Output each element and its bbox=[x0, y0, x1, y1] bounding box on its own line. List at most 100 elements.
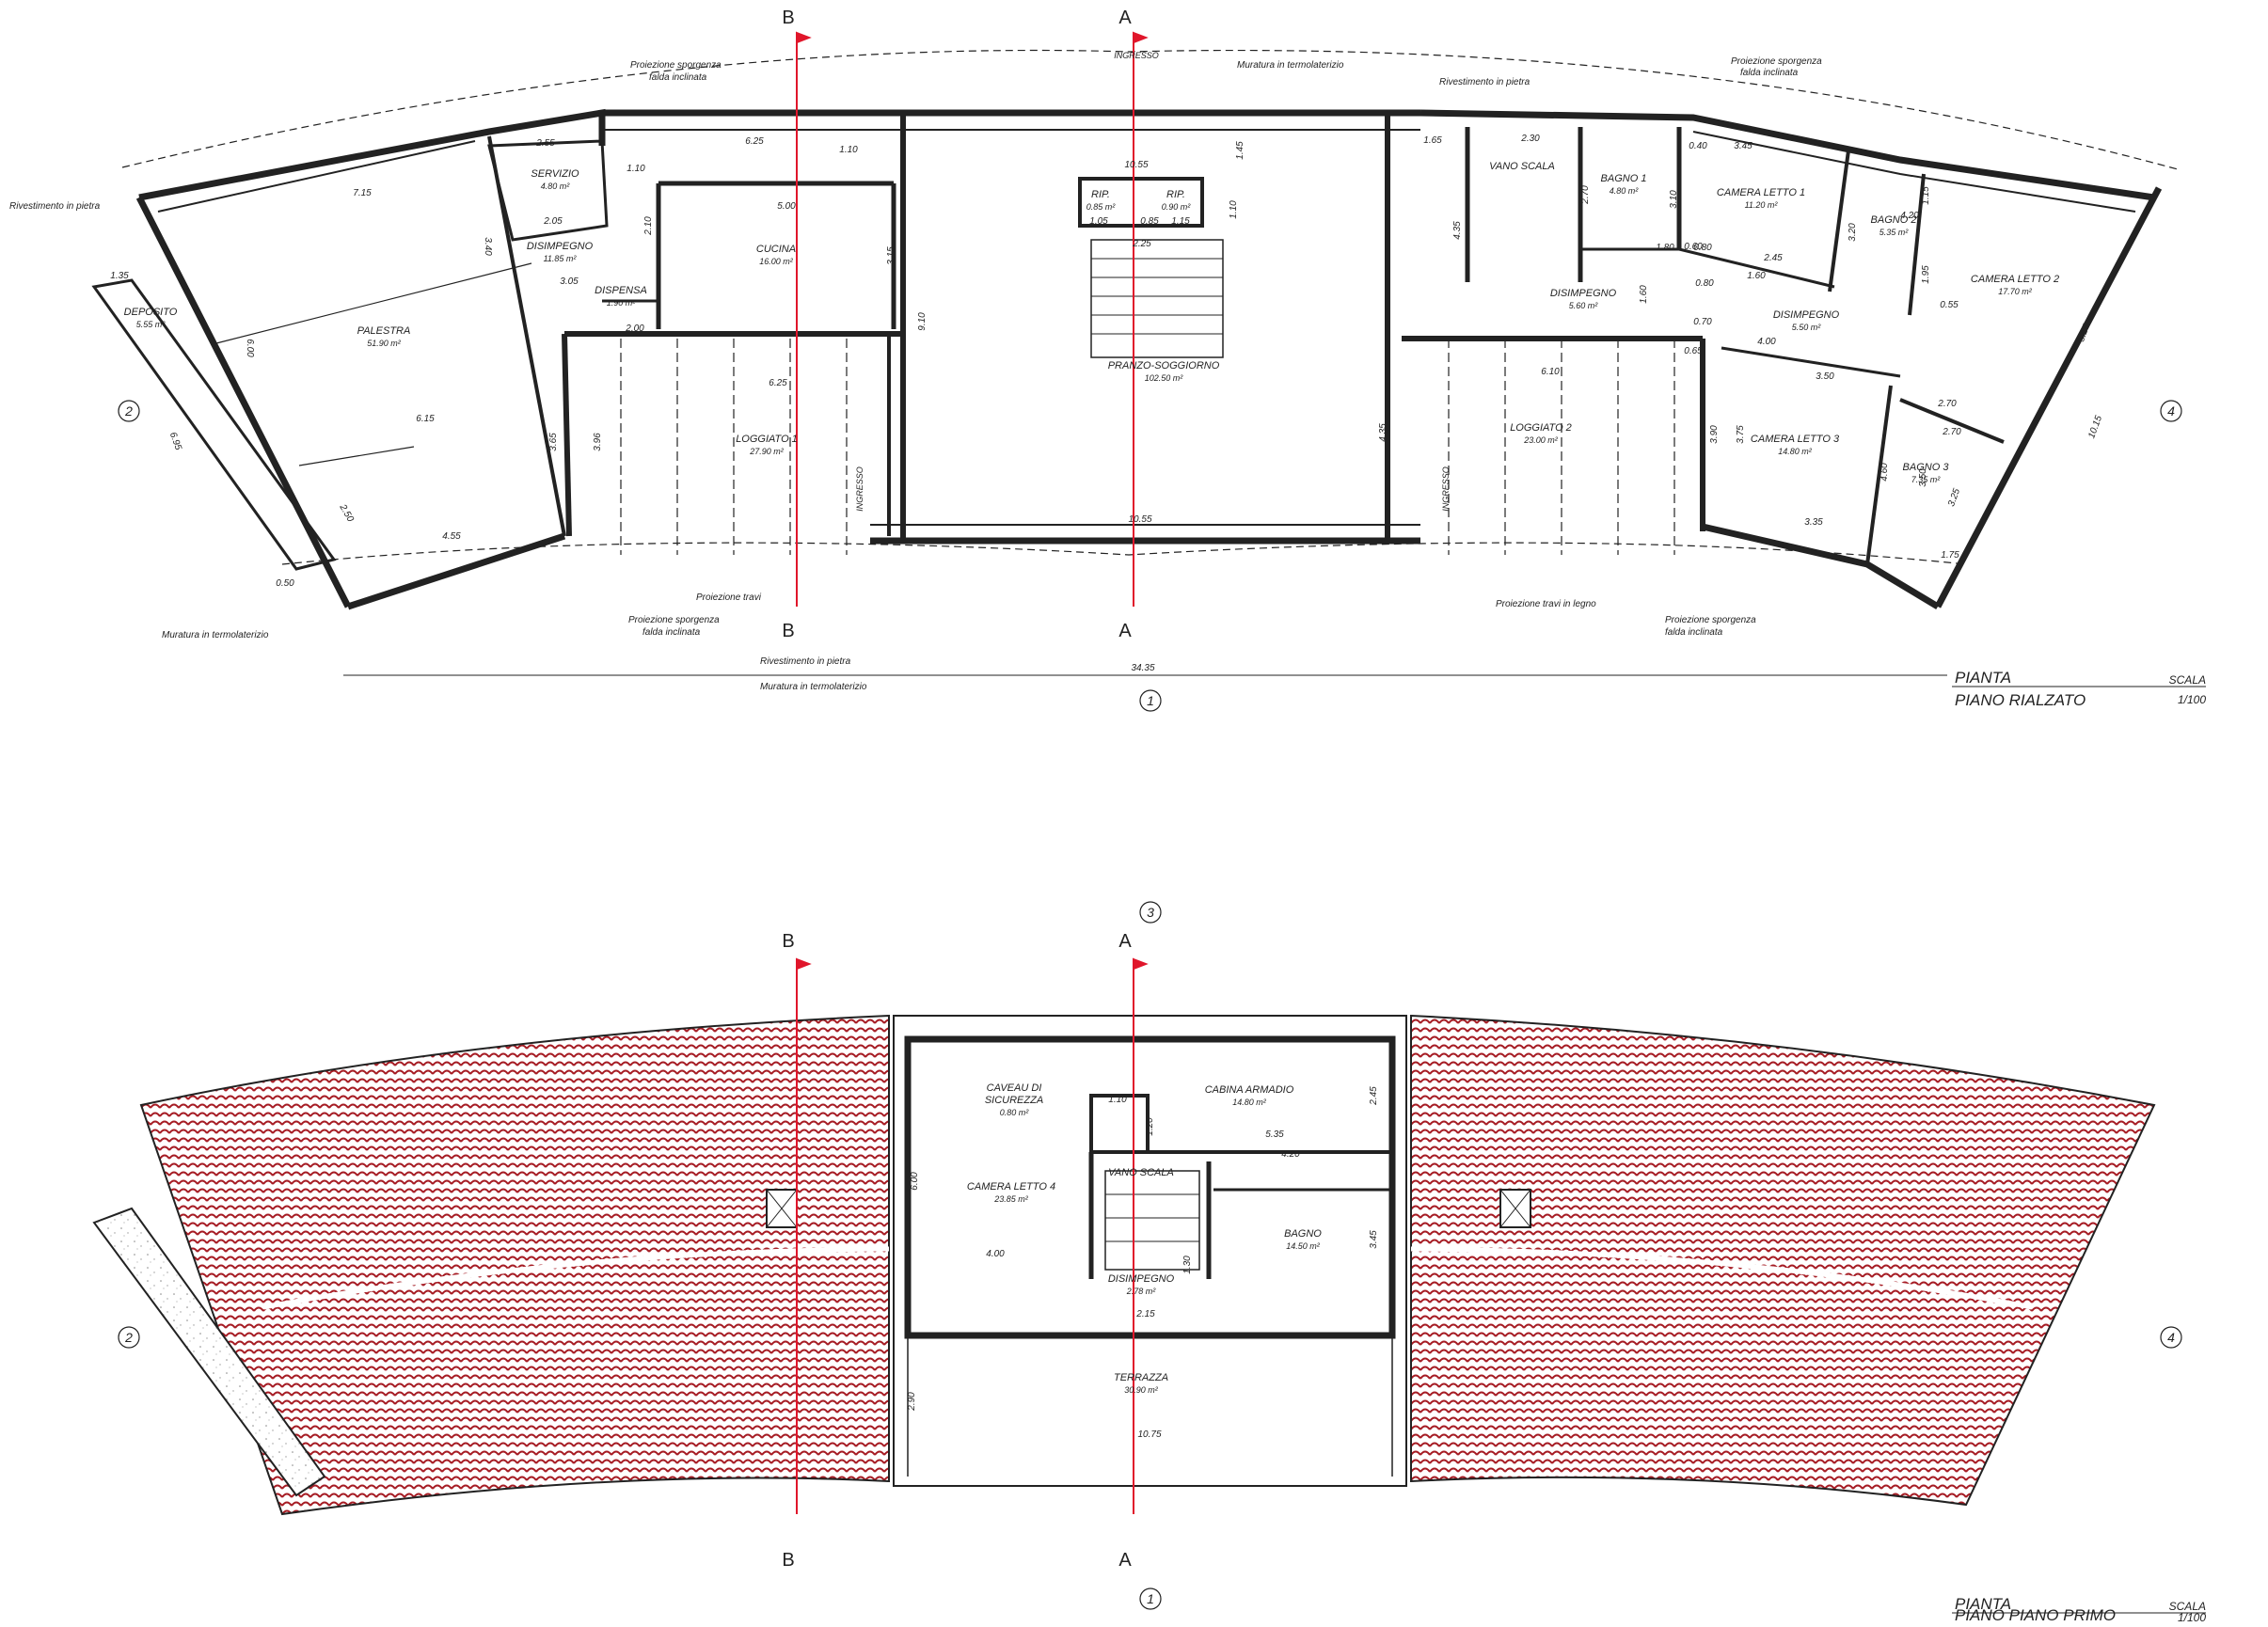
dimension-label: 1.60 bbox=[1639, 285, 1649, 304]
dimension-label: 2.00 bbox=[625, 324, 644, 334]
room-area: 5.35 m² bbox=[1879, 228, 1910, 237]
dimension-label: 0.80 bbox=[1693, 243, 1712, 253]
room-area: 11.85 m² bbox=[544, 254, 578, 263]
dimension-label: 0.65 bbox=[1684, 346, 1703, 356]
grid-label: 4 bbox=[2167, 1330, 2175, 1345]
wall-right-outer bbox=[1419, 109, 2155, 201]
title-line1: PIANTA bbox=[1955, 669, 2011, 687]
annotation-note: Proiezione travi in legno bbox=[1496, 599, 1596, 609]
room-area: 23.00 m² bbox=[1523, 435, 1559, 445]
dimension-label: 2.25 bbox=[1132, 239, 1151, 249]
wall-camera1-south bbox=[1678, 247, 1835, 289]
room-label: RIP. bbox=[1091, 189, 1110, 200]
room-label: BAGNO bbox=[1284, 1228, 1322, 1240]
dimension-label: 1.20 bbox=[1145, 1117, 1155, 1136]
annotation-note: Proiezione travi bbox=[696, 592, 762, 603]
scale-value: 1/100 bbox=[2178, 1611, 2206, 1622]
section-lines-first bbox=[796, 957, 1149, 1514]
annotation-note: Proiezione sporgenza bbox=[1731, 56, 1822, 67]
dimension-label: 1.15 bbox=[1171, 216, 1190, 227]
scale-label: SCALA bbox=[2169, 673, 2206, 687]
dimension-label: 0.55 bbox=[1940, 300, 1959, 310]
room-label: LOGGIATO 2 bbox=[1510, 422, 1572, 434]
annotation-note: Rivestimento in pietra bbox=[1439, 77, 1531, 87]
dimension-label: 4.20 bbox=[1281, 1149, 1300, 1160]
dimension-label: 1.10 bbox=[1229, 200, 1239, 219]
stair-first bbox=[1104, 1170, 1200, 1271]
dimension-label: 0.60 bbox=[1684, 242, 1703, 252]
room-label: BAGNO 1 bbox=[1601, 173, 1647, 184]
wall-palestra-south bbox=[346, 532, 566, 610]
dimension-label: 2.10 bbox=[643, 216, 654, 236]
dimension-label: 10.55 bbox=[1128, 514, 1151, 525]
dimension-label: 3.75 bbox=[1736, 425, 1746, 444]
dimension-label: 1.05 bbox=[1089, 216, 1108, 227]
room-area: 30.90 m² bbox=[1124, 1385, 1159, 1395]
dimension-label: 1.65 bbox=[1423, 135, 1442, 146]
wall-servizio bbox=[487, 139, 609, 242]
dimension-label: 3.90 bbox=[1709, 425, 1720, 444]
dimension-label: 2.45 bbox=[1763, 253, 1783, 263]
dimension-label: 7.15 bbox=[353, 188, 372, 198]
room-label: CAMERA LETTO 4 bbox=[967, 1181, 1055, 1193]
dimension-label: 2.55 bbox=[535, 138, 555, 149]
stair-ground bbox=[1090, 239, 1224, 358]
dimension-label: 2.45 bbox=[1369, 1086, 1379, 1106]
dimension-label: 3.50 bbox=[1918, 468, 1928, 487]
dimension-label: 6.10 bbox=[1541, 367, 1560, 377]
room-label: DEPOSITO bbox=[124, 307, 178, 318]
dimension-label: 3.65 bbox=[548, 433, 559, 451]
dimension-label: 2.30 bbox=[1520, 134, 1540, 144]
annotation-note: falda inclinata bbox=[649, 72, 707, 83]
room-area: 5.55 m² bbox=[136, 320, 167, 329]
dimension-label: 10.15 bbox=[2086, 414, 2104, 440]
section-marker: A bbox=[1118, 621, 1132, 641]
wall-right-south bbox=[1702, 523, 1940, 610]
annotation-note: Muratura in termolaterizio bbox=[760, 682, 867, 692]
room-label: SERVIZIO bbox=[531, 168, 579, 180]
dimension-label: 0.40 bbox=[1689, 141, 1707, 151]
section-marker: B bbox=[782, 931, 794, 952]
wall-left-outer bbox=[138, 108, 606, 201]
grid-label: 4 bbox=[2167, 403, 2175, 419]
room-label: CAMERA LETTO 1 bbox=[1717, 187, 1805, 198]
annotation-note: Proiezione sporgenza bbox=[628, 615, 720, 625]
dimension-label: 0.70 bbox=[1693, 317, 1712, 327]
room-label: VANO SCALA bbox=[1108, 1167, 1174, 1178]
room-label: CAVEAU DI bbox=[987, 1082, 1042, 1094]
annotation-note: Proiezione sporgenza bbox=[1665, 615, 1756, 625]
title-line2: PIANO PIANO PRIMO bbox=[1955, 1606, 2116, 1622]
dimension-label: 3.05 bbox=[560, 276, 579, 287]
wall-camera2-east bbox=[1934, 186, 2163, 608]
roof-ridge-left bbox=[262, 1246, 890, 1310]
wall-camera3-east bbox=[1865, 385, 1893, 565]
title-line2: PIANO RIALZATO bbox=[1955, 691, 2086, 709]
first-floor-walls bbox=[904, 1035, 1396, 1339]
annotation-note: Proiezione sporgenza bbox=[630, 60, 722, 71]
grid-label: 2 bbox=[124, 403, 133, 419]
dimension-label: 2.70 bbox=[1580, 185, 1591, 205]
dimension-label: 1.80 bbox=[1656, 243, 1674, 253]
stone-strip bbox=[92, 1207, 326, 1497]
section-lines-ground bbox=[796, 31, 1149, 607]
section-marker: A bbox=[1118, 931, 1132, 952]
annotation-note: Rivestimento in pietra bbox=[9, 201, 101, 212]
wall-palestra-east bbox=[487, 135, 566, 537]
wall-bagno2-east bbox=[1908, 173, 1926, 316]
room-area: 14.50 m² bbox=[1286, 1241, 1321, 1251]
wall-loggiato1-west bbox=[562, 333, 572, 537]
room-area: 14.80 m² bbox=[1778, 447, 1813, 456]
room-area: 0.85 m² bbox=[1086, 202, 1117, 212]
ground-floor-plan bbox=[91, 49, 2206, 687]
room-area: 17.70 m² bbox=[1998, 287, 2033, 296]
annotation-note: falda inclinata bbox=[642, 627, 701, 638]
room-area: 14.80 m² bbox=[1232, 1098, 1267, 1107]
annotation-note: Muratura in termolaterizio bbox=[1237, 60, 1344, 71]
room-label: CABINA ARMADIO bbox=[1205, 1084, 1294, 1096]
dimension-label: 3.25 bbox=[1946, 487, 1962, 508]
scale-label: SCALA bbox=[2169, 1600, 2206, 1613]
roof-projection-line bbox=[121, 49, 2179, 170]
